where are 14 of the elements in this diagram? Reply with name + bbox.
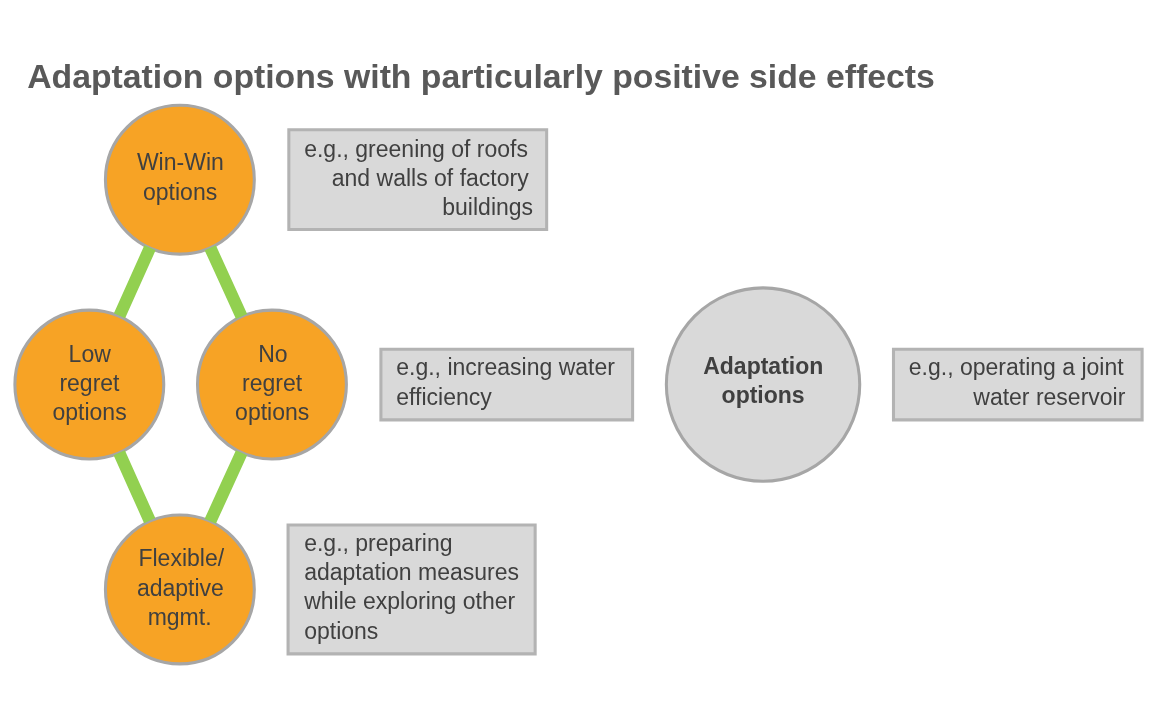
connector <box>113 450 156 524</box>
connector <box>113 245 156 319</box>
node-circle: Flexible/ adaptive mgmt. <box>103 513 256 666</box>
node-box: e.g., increasing water efficiency <box>379 347 635 422</box>
node-box: e.g., greening of roofs and walls of factory buildings <box>287 128 549 232</box>
node-circle: Low regret options <box>13 308 166 461</box>
connector <box>204 245 248 319</box>
node-circle: No regret options <box>196 308 348 461</box>
node-circle: Win-Win options <box>103 103 256 256</box>
diagram-title: Adaptation options with particularly positive side effects <box>27 56 935 95</box>
node-circle: Adaptation options <box>664 286 862 483</box>
node-box: e.g., operating a joint water reservoir <box>891 347 1144 422</box>
connector <box>204 450 248 524</box>
node-box: e.g., preparing adaptation measures while exploring other options <box>286 523 537 656</box>
